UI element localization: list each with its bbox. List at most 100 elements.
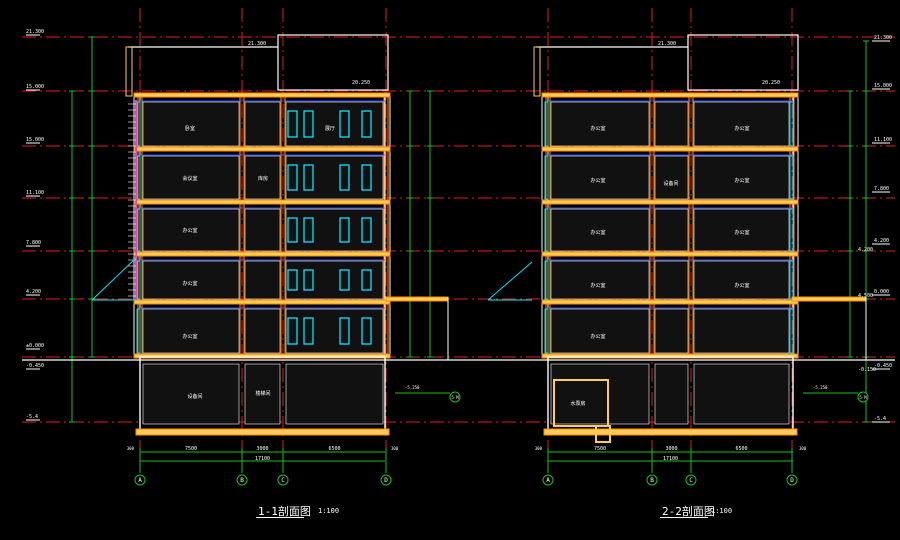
room-name: 办公室: [590, 282, 605, 289]
level-value-right: 11.100: [874, 137, 892, 143]
column-post: [383, 303, 389, 355]
axis-bubble: [134, 474, 146, 486]
room-cell: [142, 101, 240, 147]
room-name: 办公室: [590, 229, 605, 236]
bay-dimension-text: 7500: [594, 446, 606, 452]
room-cell: [244, 260, 281, 300]
room-cell: [693, 101, 790, 147]
basement-room: [244, 363, 281, 425]
window-frame: [287, 164, 298, 191]
column-post: [649, 150, 655, 201]
column-post: [137, 255, 143, 301]
section-2-title-underline: [660, 517, 708, 518]
room-cell: [285, 155, 384, 200]
window-frame: [361, 269, 372, 291]
room-cell: [244, 101, 281, 147]
axis-label: A: [546, 477, 550, 484]
room-name: 库房: [258, 175, 268, 182]
room-name: 楼梯间: [255, 390, 270, 397]
basement-room: [654, 363, 689, 425]
marker-bubble: [449, 391, 461, 403]
marker-label: 5-M: [451, 395, 459, 400]
axis-label: D: [384, 477, 388, 484]
window-frame: [361, 317, 372, 345]
curtain-wall-left: [544, 208, 549, 252]
floor-slab: [541, 251, 799, 257]
room-cell: [550, 155, 650, 200]
column-post: [688, 203, 694, 253]
room-name: 水泵房: [570, 400, 585, 407]
floor-slab: [541, 146, 799, 152]
bay-dimension-text: 3000: [256, 446, 268, 452]
column-post: [545, 96, 551, 148]
level-value-left: 15.000: [26, 84, 44, 90]
level-value-right: 0.000: [874, 289, 889, 295]
curtain-wall-right: [789, 308, 794, 354]
room-cell: [244, 208, 281, 252]
room-cell: [142, 308, 240, 354]
mid-level-label: -0.150: [858, 367, 876, 373]
room-cell: [142, 260, 240, 300]
window-frame: [303, 317, 314, 345]
marker-label: 5-M: [859, 395, 867, 400]
column-post: [383, 203, 389, 253]
canopy-strut: [91, 257, 137, 301]
edge-dimension-text: 300: [391, 446, 399, 451]
basement-room: [285, 363, 384, 425]
column-post: [688, 303, 694, 355]
room-cell: [654, 208, 689, 252]
level-value-right: 7.800: [874, 186, 889, 192]
room-name: 办公室: [734, 282, 749, 289]
window-frame: [303, 110, 314, 138]
axis-label: A: [138, 477, 142, 484]
room-cell: [693, 308, 790, 354]
window-frame: [339, 110, 350, 138]
room-cell: [285, 208, 384, 252]
column-post: [137, 203, 143, 253]
basement-room: [142, 363, 240, 425]
column-post: [239, 255, 245, 301]
column-post: [545, 203, 551, 253]
axis-label: B: [650, 477, 654, 484]
foundation-slab: [543, 428, 798, 436]
column-post: [545, 255, 551, 301]
window-frame: [287, 217, 298, 243]
axis-bubble: [786, 474, 798, 486]
column-post: [545, 150, 551, 201]
basement-level-label: -5.250: [813, 385, 828, 390]
level-value-left: 21.300: [26, 29, 44, 35]
column-post: [649, 203, 655, 253]
top-level-label: 21.300: [248, 41, 266, 47]
room-cell: [654, 101, 689, 147]
basement-room: [693, 363, 790, 425]
axis-label: C: [281, 477, 285, 484]
floor-slab: [133, 146, 391, 152]
window-frame: [339, 269, 350, 291]
edge-dimension-text: 300: [127, 446, 135, 451]
axis-label: C: [689, 477, 693, 484]
column-post: [688, 150, 694, 201]
window-frame: [339, 164, 350, 191]
bay-dimension-text: 7500: [185, 446, 197, 452]
axis-bubble: [646, 474, 658, 486]
entrance-canopy: [791, 296, 867, 302]
section-1-title: 1-1剖面图: [258, 505, 311, 518]
column-post: [239, 150, 245, 201]
room-name: 办公室: [590, 125, 605, 132]
sump: [595, 425, 611, 443]
foundation-slab: [135, 428, 390, 436]
roof-level-label: 20.250: [762, 80, 780, 86]
room-cell: [244, 308, 281, 354]
axis-bubble: [380, 474, 392, 486]
penthouse-outline: [687, 34, 799, 91]
room-name: 设备间: [663, 180, 678, 187]
level-value-left: 11.100: [26, 190, 44, 196]
room-cell: [550, 260, 650, 300]
column-post: [688, 255, 694, 301]
window-frame: [287, 110, 298, 138]
column-post: [137, 96, 143, 148]
column-post: [137, 303, 143, 355]
column-post: [383, 96, 389, 148]
